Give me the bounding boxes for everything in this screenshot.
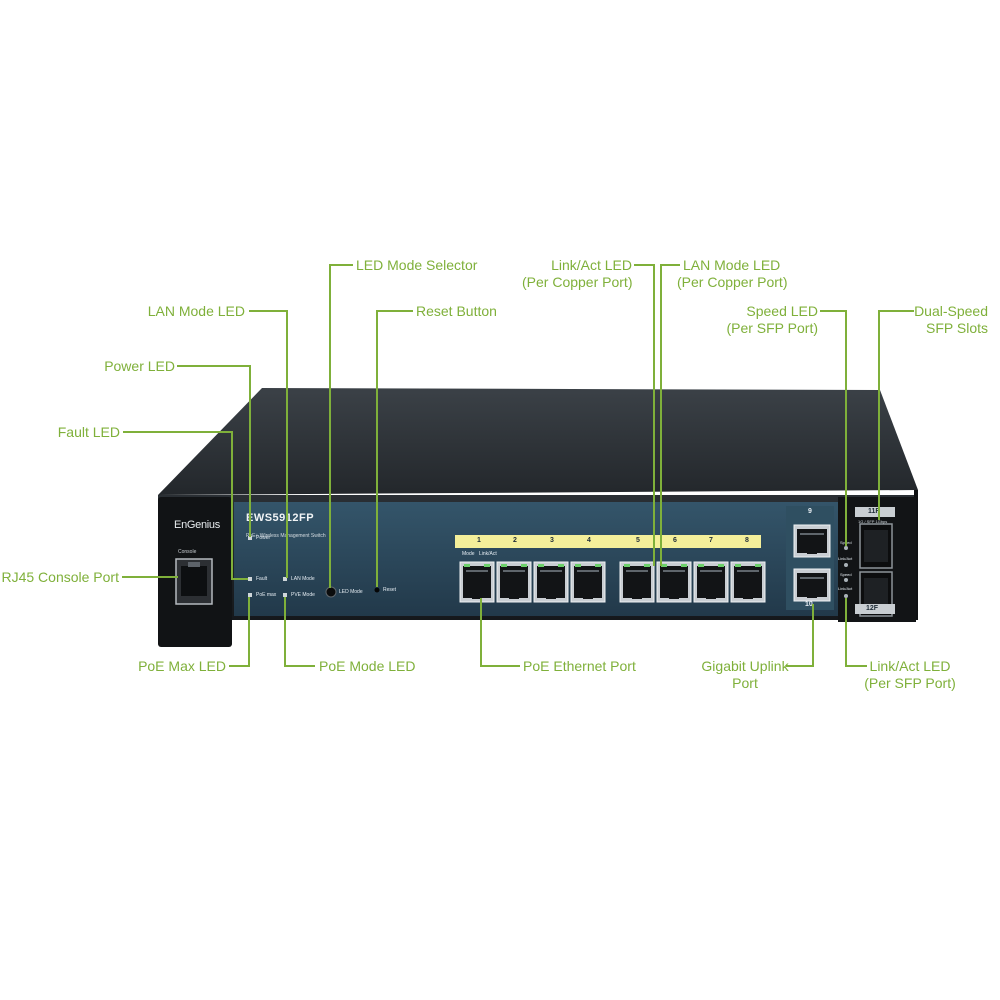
- link-led-2: [844, 594, 848, 598]
- callout-dual-speed-sfp-line2: SFP Slots: [926, 320, 988, 336]
- callout-dual-speed-sfp: Dual-Speed SFP Slots: [900, 303, 988, 337]
- console-label: Console: [178, 549, 197, 555]
- callout-gigabit-uplink-line1: Gigabit Uplink: [701, 658, 789, 674]
- port-led-1-1: [464, 564, 470, 567]
- power-led-label: Power: [256, 535, 271, 541]
- callout-link-act-led-copper-line1: Link/Act LED: [551, 257, 632, 273]
- callout-lan-mode-led: LAN Mode LED: [147, 303, 245, 319]
- port-led-2-1: [501, 564, 507, 567]
- sfp-header: 1G / SFP 1Gbps: [858, 519, 888, 524]
- port-led-7-2: [718, 564, 724, 567]
- port-led-2-2: [521, 564, 527, 567]
- callout-gigabit-uplink: Gigabit Uplink Port: [690, 658, 800, 692]
- sfp-link-label-1: Link/Act: [838, 556, 853, 561]
- sfp-speed-label-1: Speed: [840, 540, 852, 545]
- sfp-speed-label-2: Speed: [840, 572, 852, 577]
- sfp-link-label-2: Link/Act: [838, 586, 853, 591]
- uplink-number-10: 10: [805, 601, 813, 608]
- callout-power-led: Power LED: [104, 358, 175, 374]
- sfp-number-12F: 12F: [866, 605, 879, 612]
- uplink-port-9[interactable]: [793, 524, 831, 558]
- callout-poe-max-led: PoE Max LED: [138, 658, 226, 674]
- uplink-number-9: 9: [808, 508, 812, 515]
- port-led-5-2: [644, 564, 650, 567]
- port-number-1: 1: [477, 537, 481, 544]
- callout-link-act-led-copper-line2: (Per Copper Port): [522, 274, 633, 290]
- port-number-2: 2: [513, 537, 517, 544]
- callout-lan-mode-led-copper-line2: (Per Copper Port): [677, 274, 788, 290]
- port-number-4: 4: [587, 537, 591, 544]
- port-led-1-2: [484, 564, 490, 567]
- port-number-3: 3: [550, 537, 554, 544]
- port-led-7-1: [698, 564, 704, 567]
- lan-mode-led: [283, 577, 287, 581]
- copper-port-8[interactable]: [730, 561, 766, 603]
- link-led-1: [844, 563, 848, 567]
- callout-led-mode-selector: LED Mode Selector: [356, 257, 478, 273]
- callout-link-act-led-sfp-line2: (Per SFP Port): [864, 675, 956, 691]
- port-led-8-1: [735, 564, 741, 567]
- port-number-8: 8: [745, 537, 749, 544]
- copper-port-1[interactable]: [459, 561, 495, 603]
- port-led-4-2: [595, 564, 601, 567]
- port-led-5-1: [624, 564, 630, 567]
- callout-link-act-led-copper: Link/Act LED (Per Copper Port): [522, 257, 632, 291]
- pve-mode-led-label: PVE Mode: [291, 592, 315, 598]
- callout-poe-ethernet-port: PoE Ethernet Port: [523, 658, 636, 674]
- speed-led-1: [844, 546, 848, 550]
- callout-speed-led-sfp-line1: Speed LED: [746, 303, 818, 319]
- copper-port-3[interactable]: [533, 561, 569, 603]
- callout-gigabit-uplink-line2: Port: [732, 675, 758, 691]
- speed-led-2: [844, 578, 848, 582]
- callout-speed-led-sfp-line2: (Per SFP Port): [726, 320, 818, 336]
- callout-link-act-led-sfp: Link/Act LED (Per SFP Port): [855, 658, 965, 692]
- copper-port-5[interactable]: [619, 561, 655, 603]
- port-mode-header: Mode: [462, 551, 475, 557]
- port-label-strip: [455, 535, 761, 548]
- callout-poe-mode-led: PoE Mode LED: [319, 658, 416, 674]
- led-mode-label: LED Mode: [339, 589, 363, 595]
- reset-button: [374, 587, 380, 593]
- sfp-number-11F: 11F: [868, 508, 880, 515]
- port-number-5: 5: [636, 537, 640, 544]
- fault-led: [248, 577, 252, 581]
- callout-fault-led: Fault LED: [57, 424, 120, 440]
- port-led-6-1: [661, 564, 667, 567]
- lan-mode-led-label: LAN Mode: [291, 576, 315, 582]
- chassis-top: [158, 388, 918, 495]
- copper-port-4[interactable]: [570, 561, 606, 603]
- callout-lan-mode-led-copper-line1: LAN Mode LED: [683, 257, 781, 273]
- port-led-3-1: [538, 564, 544, 567]
- port-linkact-header: Link/Act: [479, 551, 497, 557]
- callout-link-act-led-sfp-line1: Link/Act LED: [869, 658, 951, 674]
- port-led-3-2: [558, 564, 564, 567]
- poe-mode-led: [283, 593, 287, 597]
- copper-port-2[interactable]: [496, 561, 532, 603]
- callout-rj45-console: RJ45 Console Port: [1, 569, 119, 585]
- callout-speed-led-sfp: Speed LED (Per SFP Port): [716, 303, 818, 337]
- callout-lan-mode-led-copper: LAN Mode LED (Per Copper Port): [677, 257, 787, 291]
- fault-led-label: Fault: [256, 576, 268, 582]
- poe-max-led: [248, 593, 252, 597]
- port-number-7: 7: [709, 537, 713, 544]
- callout-dual-speed-sfp-line1: Dual-Speed: [914, 303, 988, 319]
- led-mode-button: [325, 586, 337, 598]
- copper-port-7[interactable]: [693, 561, 729, 603]
- poe-max-led-label: PoE max: [256, 592, 277, 598]
- port-led-4-1: [575, 564, 581, 567]
- model-name: EWS5912FP: [246, 512, 315, 524]
- port-led-6-2: [681, 564, 687, 567]
- copper-port-6[interactable]: [656, 561, 692, 603]
- port-number-6: 6: [673, 537, 677, 544]
- callout-reset-button: Reset Button: [416, 303, 497, 319]
- reset-label: Reset: [383, 587, 397, 593]
- port-led-8-2: [755, 564, 761, 567]
- brand-logo: EnGenius: [174, 519, 220, 531]
- uplink-port-10[interactable]: [793, 568, 831, 602]
